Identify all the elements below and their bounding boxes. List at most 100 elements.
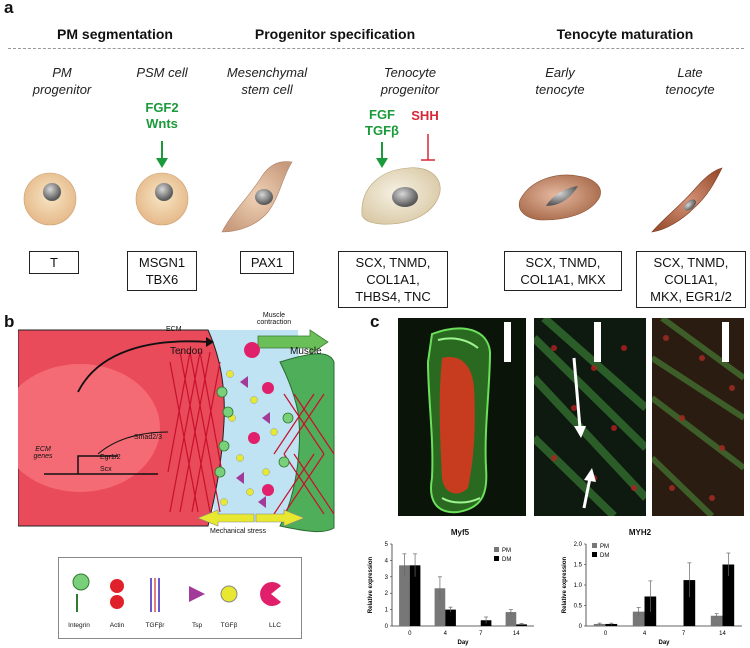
bar [409,565,421,626]
y-tick-label: 1.5 [574,563,583,569]
legend-integrin-icon [72,573,90,612]
legend-swatch [592,543,597,548]
arrow-down-middle [572,357,582,429]
legend-swatch [494,556,499,561]
integrin-receptors [214,386,294,478]
arrowhead-psm [156,158,168,168]
stage-progenitor-specification: Progenitor specification [254,26,416,42]
mechanical-stress-arrow-right [255,509,305,527]
stage-divider [8,48,744,49]
micrograph-right [652,318,744,516]
label-muscle: Muscle [290,346,322,357]
bar [722,564,735,626]
x-axis-label: Day [658,640,670,646]
legend-icons [72,573,281,612]
tsp-particles [236,376,270,508]
x-tick-label: 14 [719,631,726,637]
signal-shh: SHH [411,108,439,123]
bar [434,588,446,626]
x-tick-label: 4 [643,631,647,637]
panel-b-letter: b [4,312,15,331]
micrograph-left-content [426,327,492,514]
label-mechanical-stress: Mechanical stress [210,528,267,535]
y-axis-label: Relative expression [368,556,374,613]
ecm-pointer-head [206,337,214,347]
legend-label: PM [502,548,511,554]
stage-tenocyte-maturation: Tenocyte maturation [556,26,694,42]
bar [593,623,606,626]
legend-tgfb-icon [220,585,238,603]
arrowhead-down-middle [574,426,586,438]
signal-fgf2-wnts: FGF2 Wnts [145,100,179,131]
micrograph-left [398,318,526,516]
micrograph-middle [534,318,646,516]
x-tick-label: 0 [604,631,608,637]
y-tick-label: 3 [385,575,389,581]
late-tenocyte-cell [651,167,723,233]
actin-mesh-muscle [273,393,335,515]
y-tick-label: 2 [385,591,389,597]
cell-label-msc: Mesenchymal stem cell [226,65,308,97]
markers-msc: PAX1 [240,251,294,274]
y-tick-label: 4 [385,558,389,564]
x-tick-label: 7 [682,631,686,637]
y-tick-label: 5 [385,542,389,548]
label-egr: Egr1/2 [100,454,121,461]
chart-title-myf5: Myf5 [450,528,470,537]
label-smad: Smad2/3 [134,434,163,441]
ecm-genes-line [44,455,158,475]
legend-tgfbr-icon [150,578,160,612]
psm-nucleus [155,183,173,201]
bar [710,615,723,626]
markers-psm: MSGN1 TBX6 [127,251,197,291]
y-tick-label: 2.0 [574,542,583,548]
msc-nucleus [255,189,273,205]
micrograph-right-content [652,318,744,516]
bar [632,611,645,626]
cell-label-psm: PSM cell [136,65,188,80]
legend-label-tsp: Tsp [191,622,203,629]
bar [505,612,517,626]
muscle-contraction-arrow [257,329,329,355]
progenitor-nucleus [392,187,418,207]
micrograph-middle-content [534,318,646,516]
legend-tsp-icon [189,586,205,602]
legend-label-actin: Actin [109,622,125,629]
legend-label-integrin: Integrin [68,622,90,629]
legend-actin-icon [110,579,124,609]
arrowhead-prog [376,158,388,168]
smad-line [97,431,169,455]
bar [605,623,618,626]
scale-bar-middle [594,322,601,362]
legend-label: PM [600,544,609,550]
mechanical-stress-arrow-left [197,509,255,527]
y-axis-label: Relative expression [562,556,568,613]
markers-late-tenocyte: SCX, TNMD, COL1A1, MKX, EGR1/2 [636,251,746,308]
ecm-pointer [77,340,209,393]
actin-mesh-tendon [167,351,223,513]
chart-title-myh2: MYH2 [628,528,652,537]
arrowhead-up-middle [584,468,596,482]
arrow-up-middle [582,477,592,509]
legend-label: DM [600,553,609,559]
tgfb-particles [220,370,278,506]
tendon-core [18,364,160,492]
ecm-region [208,330,308,522]
y-tick-label: 1.0 [574,583,583,589]
panel-a-cells [23,134,723,233]
legend-label-tgfbr: TGFβr [145,622,165,629]
y-tick-label: 1 [385,608,389,614]
legend-llc-icon [260,582,281,606]
panel-a-letter: a [4,0,14,17]
panel-b-diagram [18,329,335,533]
y-tick-label: 0 [385,624,389,630]
signal-fgf-tgfb: FGF TGFβ [365,107,399,138]
panel-c-letter: c [370,312,380,331]
label-muscle-contraction: Muscle contraction [256,312,292,326]
panel-b-legend: Integrin Actin TGFβr Tsp TGFβ LLC [58,557,302,639]
cell-label-early-tenocyte: Early tenocyte [535,65,585,97]
cell-label-pm-progenitor: PM progenitor [32,65,92,97]
scale-bar-right [722,322,729,362]
